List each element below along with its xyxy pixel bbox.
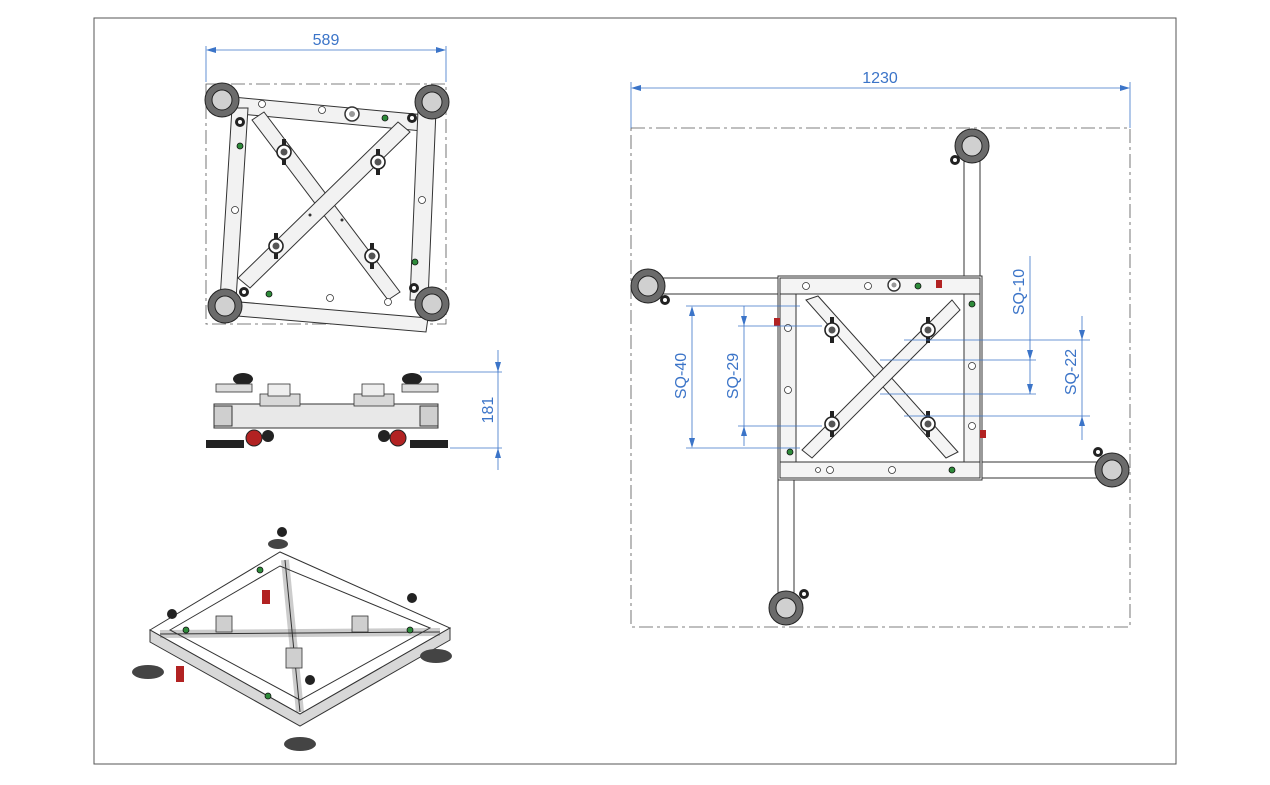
dimension-sq-40-label: SQ-40	[673, 353, 690, 399]
dimension-sq-29: SQ-29	[725, 306, 822, 446]
dimension-589-label: 589	[313, 32, 340, 49]
dimension-sq-22-label: SQ-22	[1063, 349, 1080, 395]
side-view	[206, 373, 448, 448]
extended-view	[630, 127, 1131, 628]
dimension-1230-label: 1230	[862, 70, 898, 87]
dimension-sq-29-label: SQ-29	[725, 353, 742, 399]
top-view	[204, 82, 450, 333]
dimension-sq-10: SQ-10	[880, 256, 1036, 395]
dimension-sq-10-label: SQ-10	[1011, 269, 1028, 315]
dimension-181-label: 181	[480, 397, 497, 424]
dimension-181: 181	[420, 350, 502, 470]
isometric-view	[132, 527, 452, 751]
dimension-sq-22: SQ-22	[904, 316, 1090, 440]
sheet-border	[93, 17, 1177, 765]
dimension-589: 589	[205, 32, 447, 82]
dimension-sq-40: SQ-40	[673, 305, 800, 449]
dimension-1230: 1230	[630, 70, 1131, 128]
